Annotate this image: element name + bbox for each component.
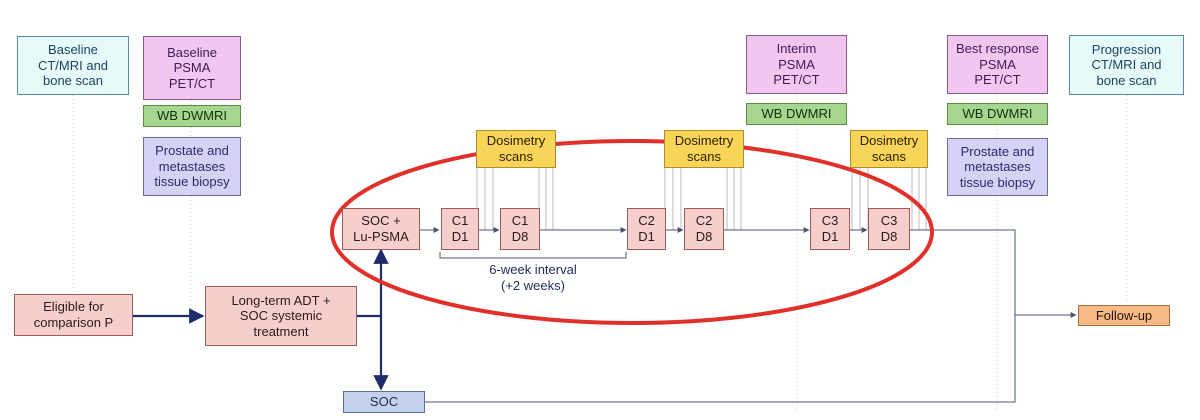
cycle-c2-d8-label: C2 D8 [695,213,713,244]
cycle-c1-d1-label: C1 D1 [451,213,469,244]
cycle-connectors [420,227,1077,403]
baseline-wb-dwmri-label: WB DWMRI [156,108,228,124]
best-wb-dwmri-label: WB DWMRI [962,106,1033,122]
main-flow-arrows [133,248,389,391]
interval-bracket [439,252,627,259]
baseline-ct-label: Baseline CT/MRI and bone scan [37,42,109,89]
progression-ct-label: Progression CT/MRI and bone scan [1091,41,1162,88]
dosimetry-scans-label-3: Dosimetry scans [859,133,919,164]
cycle-c1-d8-label: C1 D8 [511,213,529,244]
dosimetry-scans-label-1: Dosimetry scans [486,133,546,164]
baseline-psma-box: Baseline PSMA PET/CT [143,36,241,100]
highlight-ellipse [330,139,934,325]
baseline-psma-label: Baseline PSMA PET/CT [167,44,217,91]
baseline-wb-dwmri-box: WB DWMRI [143,105,241,127]
best-response-psma-label: Best response PSMA PET/CT [955,41,1040,88]
follow-up-box: Follow-up [1078,305,1170,326]
cycle-c3-d1-label: C3 D1 [821,213,839,244]
follow-up-label: Follow-up [1095,307,1153,323]
cycle-c3-d8-label: C3 D8 [880,213,898,244]
best-biopsy-label: Prostate and metastases tissue biopsy [959,143,1036,190]
baseline-biopsy-label: Prostate and metastases tissue biopsy [154,143,230,190]
baseline-ct-box: Baseline CT/MRI and bone scan [17,36,129,95]
eligible-box: Eligible for comparison P [14,294,133,336]
adt-treatment-box: Long-term ADT + SOC systemic treatment [205,286,357,346]
cycle-c1-d8-box: C1 D8 [500,208,540,250]
timeline-guides [72,94,1128,410]
dosimetry-scans-box-3: Dosimetry scans [850,130,928,168]
best-wb-dwmri-box: WB DWMRI [947,103,1048,125]
cycle-c3-d1-box: C3 D1 [810,208,850,250]
best-biopsy-box: Prostate and metastases tissue biopsy [947,138,1048,196]
cycle-c1-d1-box: C1 D1 [441,208,479,250]
cycle-c2-d8-box: C2 D8 [684,208,724,250]
interval-note: 6-week interval (+2 weeks) [489,262,577,294]
cycle-c2-d1-box: C2 D1 [627,208,666,250]
soc-label: SOC [369,394,399,410]
dosimetry-scans-box-1: Dosimetry scans [476,130,556,168]
cycle-c3-d8-box: C3 D8 [868,208,910,250]
progression-ct-box: Progression CT/MRI and bone scan [1069,35,1184,95]
dosimetry-scans-label-2: Dosimetry scans [674,133,734,164]
interim-wb-dwmri-label: WB DWMRI [761,106,832,122]
best-response-psma-box: Best response PSMA PET/CT [947,35,1048,94]
dosimetry-scans-box-2: Dosimetry scans [664,130,744,168]
interim-psma-box: Interim PSMA PET/CT [746,35,847,94]
soc-lu-psma-box: SOC + Lu-PSMA [342,208,420,250]
soc-box: SOC [343,391,425,413]
interim-wb-dwmri-box: WB DWMRI [746,103,847,125]
interim-psma-label: Interim PSMA PET/CT [773,41,820,88]
eligible-label: Eligible for comparison P [33,299,114,330]
dosimetry-ticks [476,168,927,230]
adt-treatment-label: Long-term ADT + SOC systemic treatment [231,292,331,339]
baseline-biopsy-box: Prostate and metastases tissue biopsy [143,137,241,196]
cycle-c2-d1-label: C2 D1 [638,213,655,244]
soc-lu-psma-label: SOC + Lu-PSMA [353,213,409,244]
